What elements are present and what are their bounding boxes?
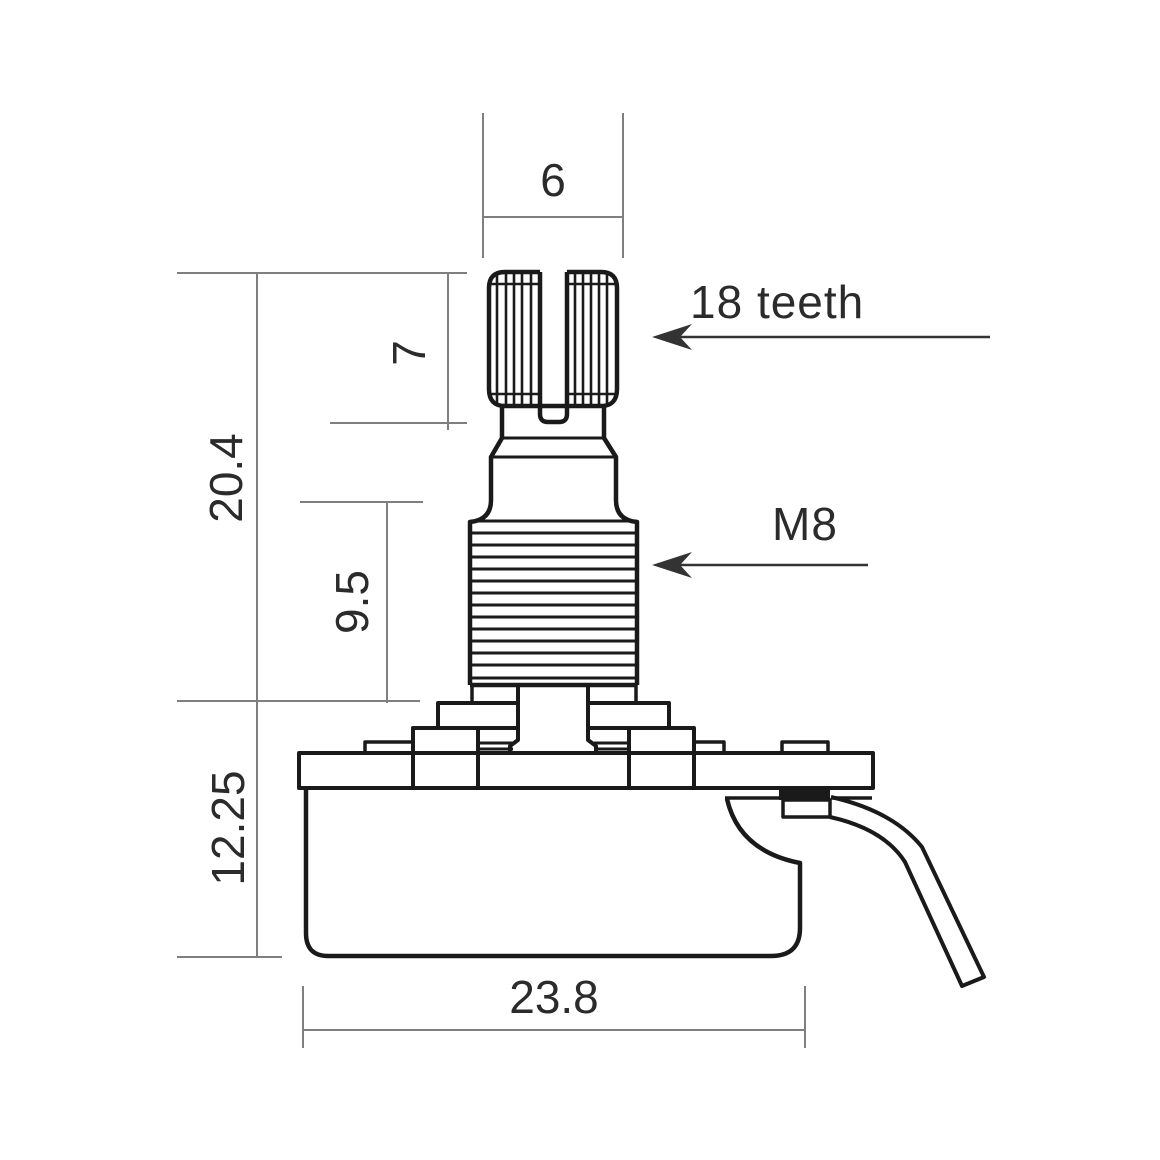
dim-text-23p8: 23.8 (509, 971, 599, 1023)
terminal-lug (829, 795, 986, 988)
dim-text-9p5: 9.5 (326, 570, 378, 634)
dimension-texts: 6 7 20.4 9.5 12.25 23.8 (200, 154, 599, 1023)
dim-text-20p4: 20.4 (200, 433, 252, 523)
collar-step-lines (491, 436, 616, 459)
shaft-slot (537, 272, 570, 425)
dim-text-7: 7 (383, 340, 435, 366)
bushing-base-block-left (470, 683, 520, 705)
knurl-chamfer-lines (489, 282, 617, 396)
label-18-teeth: 18 teeth (690, 276, 864, 328)
dimension-lines (177, 113, 806, 1048)
center-neck (508, 685, 598, 753)
ledge-lines (478, 741, 629, 751)
mount-wing-left (436, 701, 520, 730)
mount-wing-right (586, 701, 671, 730)
mount-ear-right (627, 726, 696, 790)
label-m8: M8 (772, 498, 838, 550)
dim-text-12p25: 12.25 (202, 770, 254, 885)
knurl-teeth-lines (495, 272, 609, 406)
terminal-rivet-bar (779, 789, 830, 800)
arrow-18-teeth-head (652, 324, 692, 350)
flange-plate (297, 751, 875, 790)
callouts: 18 teeth M8 (652, 276, 990, 578)
arrow-m8 (652, 552, 868, 578)
bushing-base-block-right (586, 683, 638, 705)
terminal-base (781, 798, 832, 819)
arrow-m8-head (652, 552, 692, 578)
arrow-18-teeth (652, 324, 990, 350)
knurled-shaft-outline (486, 269, 620, 409)
threaded-bushing-threads (470, 519, 637, 680)
part-outlines (297, 269, 986, 988)
body-can (303, 788, 803, 959)
dim-text-6: 6 (540, 154, 566, 206)
mount-ear-left (411, 726, 480, 790)
